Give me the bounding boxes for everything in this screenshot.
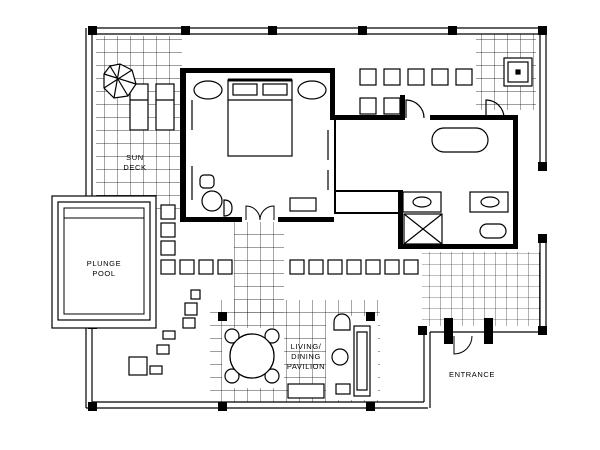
sun-deck-label-2: DECK: [123, 163, 146, 172]
entrance-door: [453, 335, 473, 355]
living-label: LIVING/: [291, 342, 322, 351]
entrance-floor: [422, 252, 540, 326]
bedroom: [191, 78, 329, 217]
umbrella-icon: [103, 63, 137, 99]
plunge-pool: [51, 195, 157, 329]
living-label-3: PAVILION: [287, 362, 325, 371]
paving-slabs: [128, 68, 473, 376]
sun-loungers: [129, 83, 175, 131]
bedroom-door: [245, 205, 275, 221]
plunge-pool-label-2: POOL: [92, 269, 115, 278]
plunge-pool-label: PLUNGE: [87, 259, 121, 268]
bathroom: [402, 57, 533, 245]
bathtub: [431, 127, 489, 153]
lounge-set: [287, 313, 371, 399]
dining-set: [224, 328, 280, 384]
sun-deck-label: SUN: [126, 153, 144, 162]
entrance-label: ENTRANCE: [449, 370, 495, 379]
walls: [180, 68, 518, 249]
room-labels: SUN DECK PLUNGE POOL LIVING/ DINING PAVI…: [87, 153, 495, 379]
living-label-2: DINING: [291, 352, 321, 361]
